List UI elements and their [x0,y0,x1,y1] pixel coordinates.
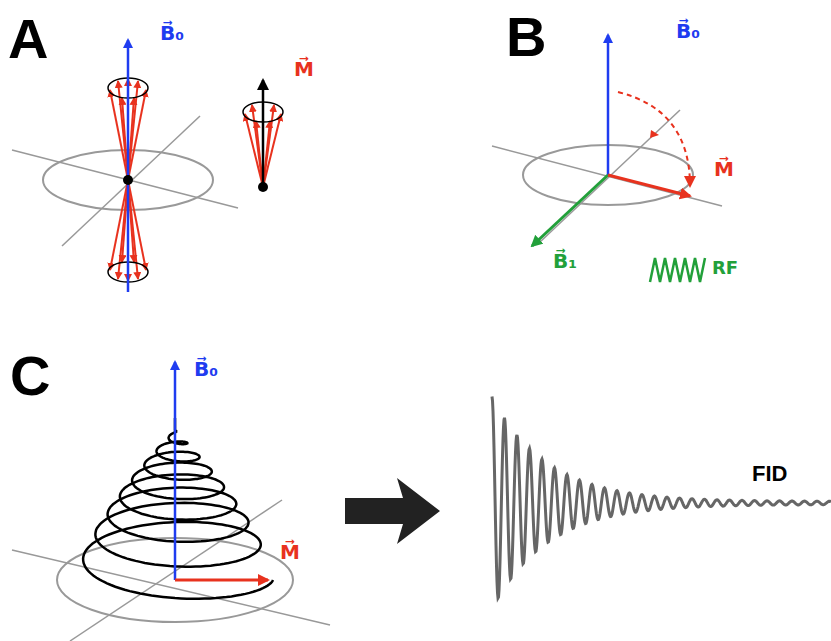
rf-label: RF [712,258,738,278]
field-label: B⃗₀ [194,358,218,380]
rf-field-label: B⃗₁ [553,250,577,272]
field-label: B⃗₀ [160,22,184,44]
signal-label: FID [752,462,787,486]
panel-a-figure [12,40,283,292]
panel-letter: B [506,6,546,68]
magnetization-label: M⃗ [280,541,300,563]
panel-letter: C [10,345,50,407]
panel-b-figure [492,35,722,282]
panel-letter: A [8,8,48,70]
magnetization-label: M⃗ [294,58,314,80]
field-label: B⃗₀ [676,20,700,42]
magnetization-label: M⃗ [714,158,734,180]
panel-c-figure [12,362,831,641]
